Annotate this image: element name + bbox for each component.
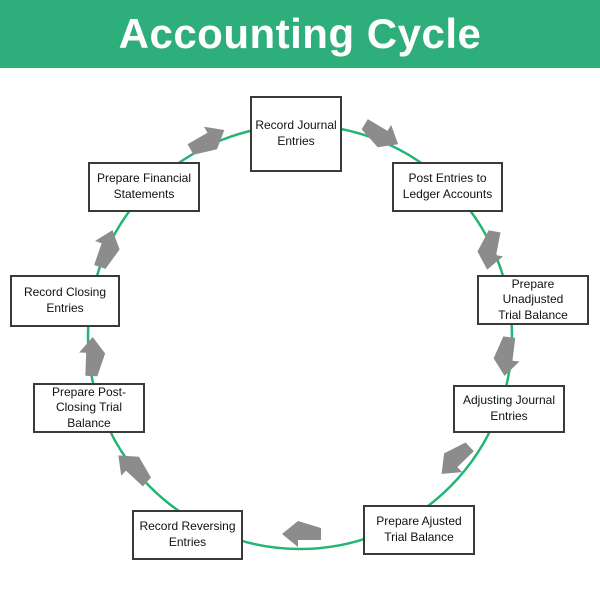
step-box-post-entries-to-ledger-accounts: Post Entries to Ledger Accounts [392, 162, 503, 212]
step-box-prepare-unadjusted-trial-balance: Prepare Unadjusted Trial Balance [477, 275, 589, 325]
flow-arrow-9-icon [87, 225, 125, 272]
flow-arrow-3-icon [474, 228, 508, 273]
flow-arrow-6-icon [282, 521, 321, 547]
step-box-record-journal-entries: Record Journal Entries [250, 96, 342, 172]
step-box-adjusting-journal-entries: Adjusting Journal Entries [453, 385, 565, 433]
flow-arrow-4-icon [491, 335, 523, 378]
step-box-prepare-post-closing-trial-balance: Prepare Post- Closing Trial Balance [33, 383, 145, 433]
header-banner: Accounting Cycle [0, 0, 600, 68]
flow-arrow-8-icon [78, 336, 106, 377]
page-title: Accounting Cycle [118, 10, 482, 57]
step-box-record-closing-entries: Record Closing Entries [10, 275, 120, 327]
step-box-record-reversing-entries: Record Reversing Entries [132, 510, 243, 560]
step-box-prepare-ajusted-trial-balance: Prepare Ajusted Trial Balance [363, 505, 475, 555]
step-box-prepare-financial-statements: Prepare Financial Statements [88, 162, 200, 212]
